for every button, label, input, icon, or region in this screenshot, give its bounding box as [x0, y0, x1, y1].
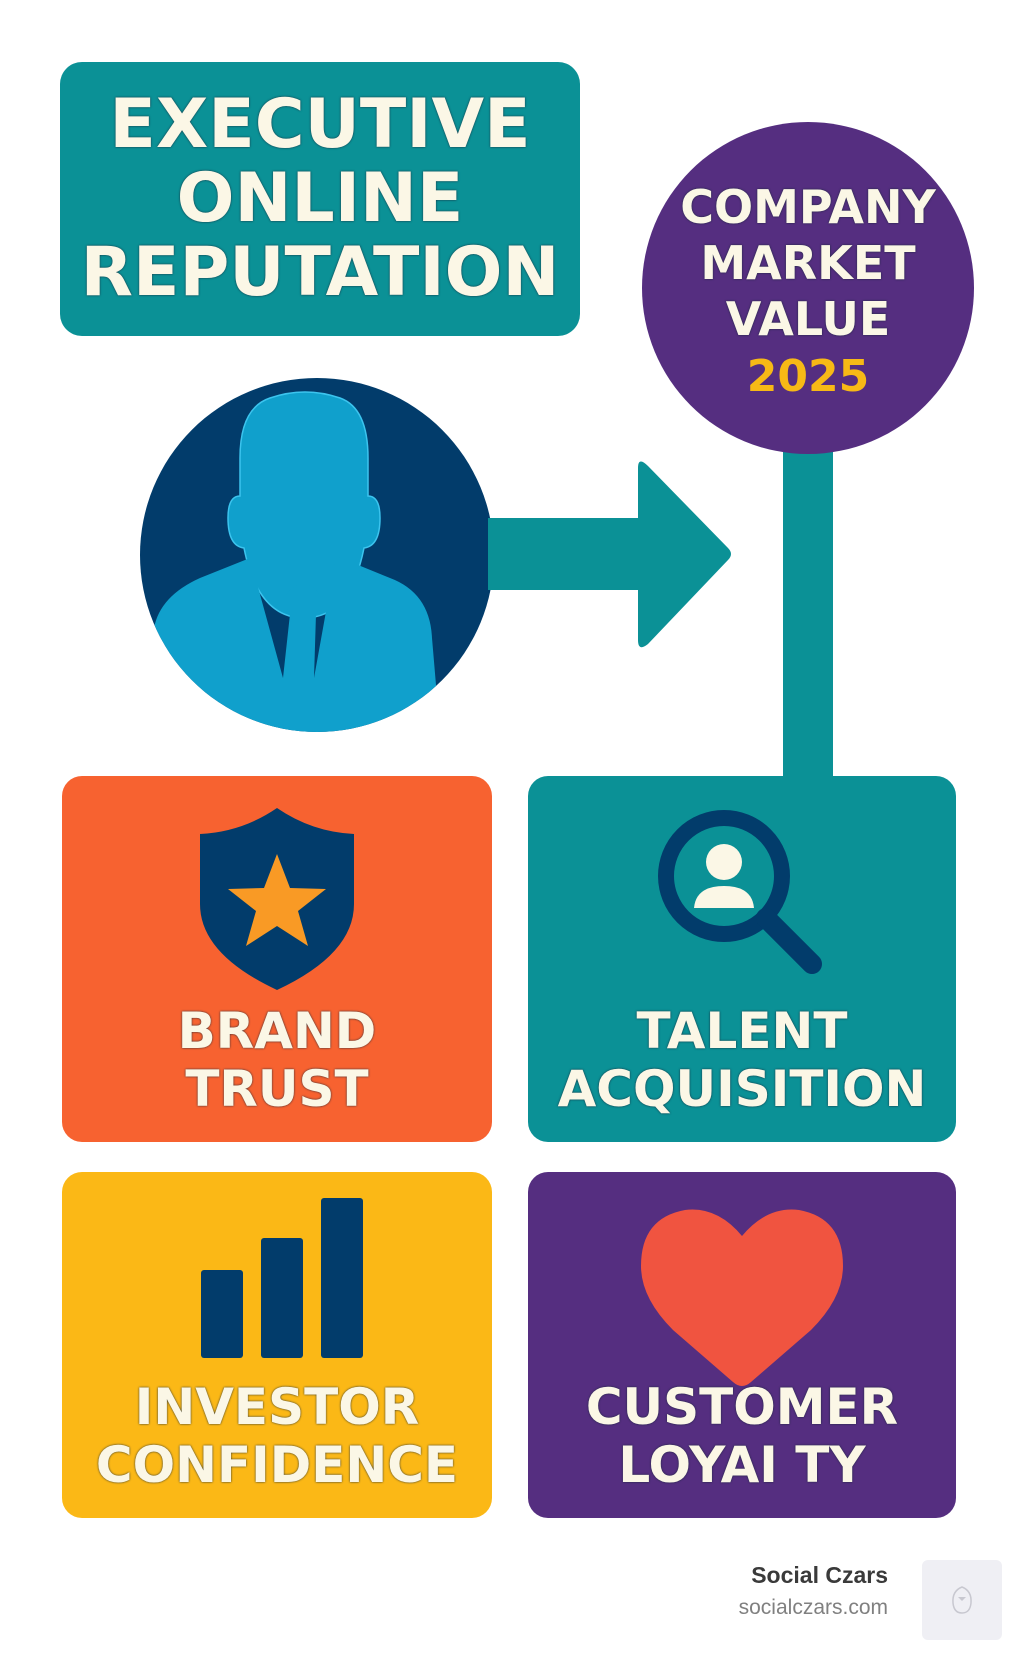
brand-trust-line-1: BRAND: [177, 1002, 377, 1060]
magnifier-person-icon: [658, 810, 822, 974]
footer-logo: [922, 1560, 1002, 1640]
title-line-3: REPUTATION: [80, 233, 560, 312]
market-year: 2025: [746, 351, 870, 402]
footer-url[interactable]: socialczars.com: [738, 1596, 888, 1619]
market-line-1: COMPANY: [680, 180, 936, 234]
executive-person-icon: [140, 391, 440, 732]
connector-line: [783, 440, 833, 780]
loyalty-line-1: CUSTOMER: [585, 1378, 899, 1436]
market-line-3: VALUE: [725, 292, 891, 346]
talent-line-2: ACQUISITION: [557, 1060, 927, 1118]
shield-star-icon: [200, 808, 354, 990]
card-investor-confidence: INVESTOR CONFIDENCE: [62, 1172, 492, 1518]
title-box: EXECUTIVE ONLINE REPUTATION: [60, 62, 580, 336]
card-customer-loyalty: CUSTOMER LOYAI TY: [528, 1172, 956, 1518]
arrow-right-icon: [488, 461, 731, 648]
heart-icon: [641, 1209, 843, 1386]
footer-brand-name: Social Czars: [751, 1562, 888, 1588]
card-talent-acquisition: TALENT ACQUISITION: [528, 776, 956, 1142]
bar-chart-icon: [201, 1198, 363, 1358]
brand-trust-line-2: TRUST: [185, 1060, 369, 1118]
talent-line-1: TALENT: [636, 1002, 848, 1060]
investor-line-2: CONFIDENCE: [95, 1436, 459, 1494]
market-line-2: MARKET: [700, 236, 916, 290]
egg-logo-icon: [952, 1586, 972, 1614]
executive-circle: [140, 378, 494, 732]
title-line-2: ONLINE: [176, 159, 464, 238]
title-line-1: EXECUTIVE: [109, 85, 531, 164]
investor-line-1: INVESTOR: [134, 1378, 420, 1436]
loyalty-line-2: LOYAI TY: [618, 1436, 866, 1494]
market-value-circle: COMPANY MARKET VALUE 2025: [642, 122, 974, 454]
card-brand-trust: BRAND TRUST: [62, 776, 492, 1142]
